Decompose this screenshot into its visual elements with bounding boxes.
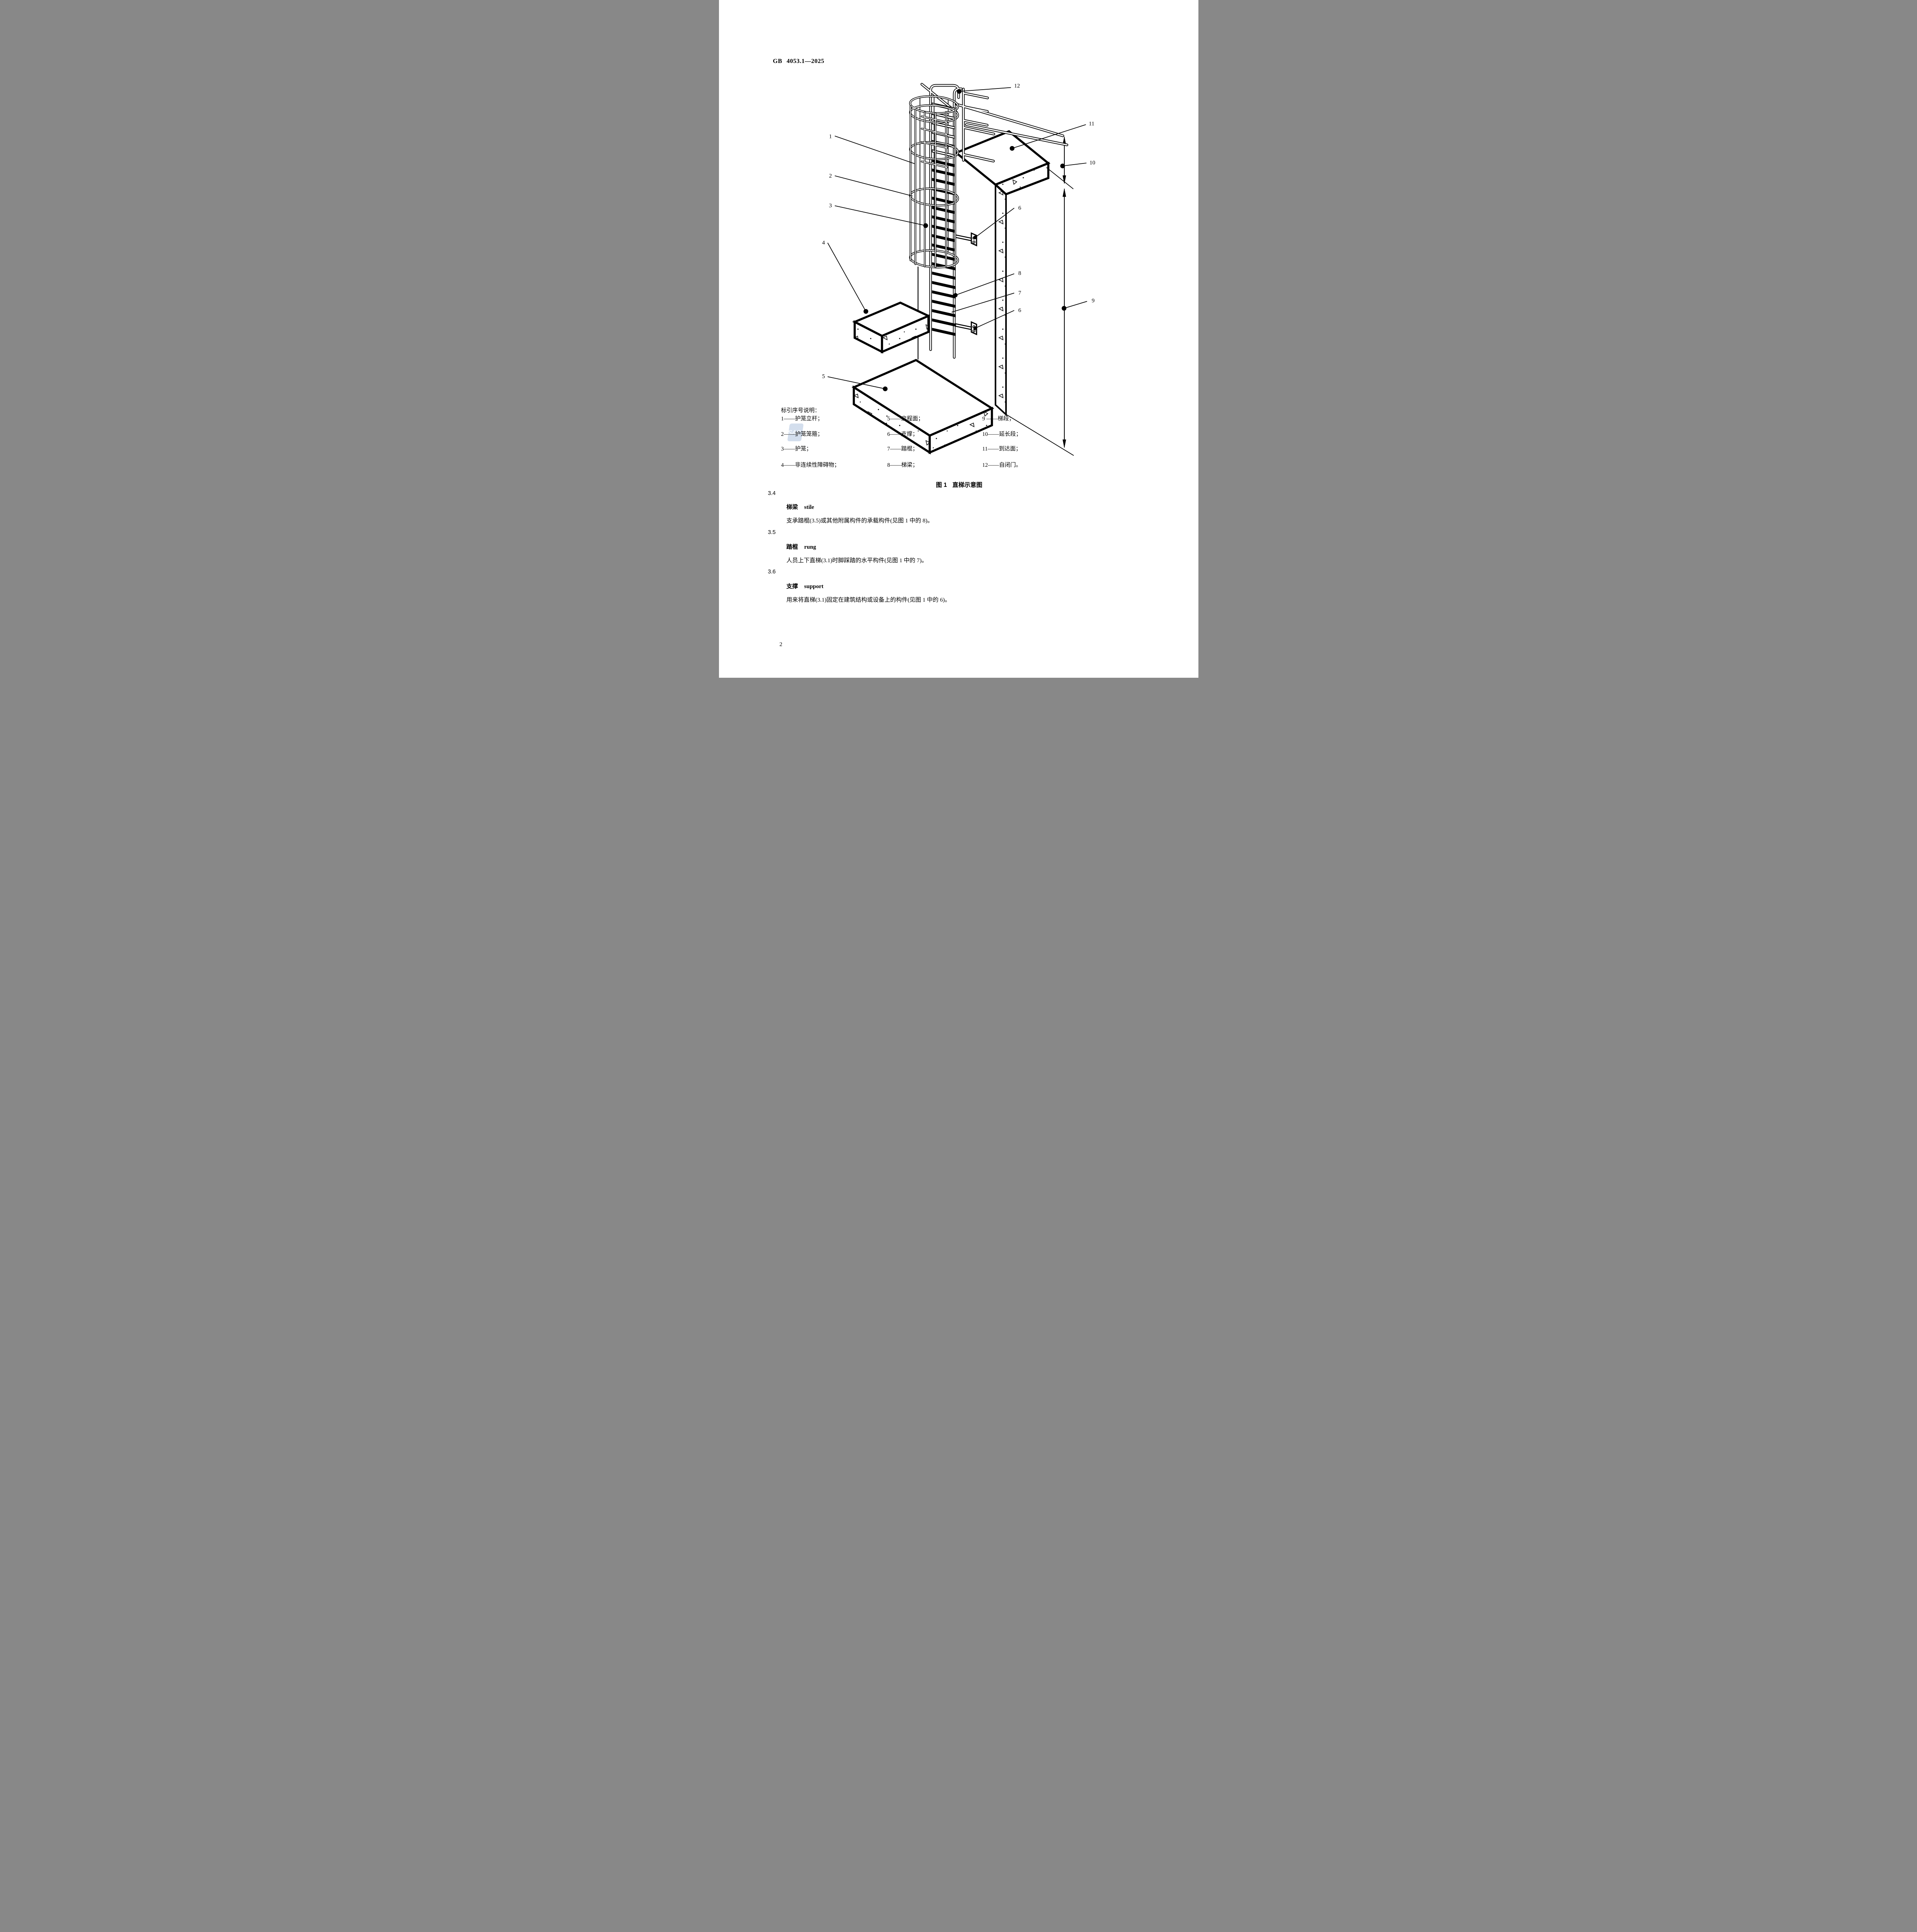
clause-3-6-term: 支撑 support — [787, 582, 824, 590]
legend-item-3: 3——护笼； — [781, 446, 812, 452]
callout-1: 1 — [829, 133, 832, 140]
clause-3-5-definition: 人员上下直梯(3.1)时脚踩踏的水平构件(见图 1 中的 7)。 — [786, 558, 928, 564]
figure-caption: 图 1 直梯示意图 — [929, 473, 987, 496]
callout-12: 12 — [1014, 83, 1020, 89]
legend-title: 标引序号说明： — [781, 408, 821, 414]
callout-10: 10 — [1089, 160, 1095, 166]
clause-3-4-term-cn: 梯梁 — [786, 504, 798, 510]
guardrails-and-gate-tubes — [920, 83, 1068, 359]
standard-code: GB 4053.1—2025 — [773, 58, 824, 65]
obstacle-block — [852, 301, 931, 354]
clause-3-5-term-cn: 踏棍 — [786, 544, 798, 550]
clause-3-5-number: 3.5 — [768, 529, 776, 536]
clause-3-4-term-en: stile — [804, 504, 814, 510]
callout-6-upper: 6 — [1018, 205, 1021, 211]
clause-3-5-term: 踏棍 rung — [787, 543, 816, 551]
legend-item-6: 6——支撑； — [887, 431, 918, 437]
legend-item-1: 1——护笼立杆； — [781, 416, 823, 422]
clause-3-6-number: 3.6 — [768, 569, 776, 575]
standard-document-page: GB 4053.1—2025 1 2 3 4 5 6 7 6 8 9 10 11… — [719, 0, 1198, 678]
support-brackets — [955, 232, 977, 335]
figure-caption-label: 图 1 — [936, 482, 947, 488]
legend-item-8: 8——梯梁； — [887, 462, 918, 468]
figure-1-ladder-diagram — [827, 83, 1087, 456]
callout-5: 5 — [822, 373, 825, 380]
callout-3: 3 — [829, 202, 832, 209]
clause-3-6-term-en: support — [804, 583, 824, 590]
clause-3-6-definition: 用来将直梯(3.1)固定在建筑结构或设备上的构件(见图 1 中的 6)。 — [786, 597, 951, 603]
callout-11: 11 — [1089, 121, 1094, 127]
wall-section — [994, 183, 1007, 417]
legend-item-12: 12——自闭门。 — [982, 462, 1022, 468]
clause-3-4-term: 梯梁 stile — [787, 503, 814, 511]
cage-front-bars — [909, 105, 956, 268]
page-number: 2 — [779, 641, 783, 648]
clause-3-6-term-cn: 支撑 — [786, 583, 798, 590]
callout-6-lower: 6 — [1018, 307, 1021, 314]
landing-platform — [954, 130, 1050, 196]
dimension-extension-lines — [1006, 167, 1074, 456]
legend-item-7: 7——踏棍； — [887, 446, 918, 452]
figure-caption-title: 直梯示意图 — [952, 482, 982, 488]
clause-3-4-definition: 支承踏棍(3.5)或其他附属构件的承载构件(见图 1 中的 8)。 — [786, 518, 933, 524]
legend-item-5: 5——启程面； — [887, 416, 924, 422]
clause-3-5-term-en: rung — [804, 544, 816, 550]
clause-3-4-number: 3.4 — [768, 490, 776, 497]
legend-item-10: 10——延长段； — [982, 431, 1022, 437]
callout-leader-lines — [827, 87, 1087, 391]
callout-8: 8 — [1018, 270, 1021, 277]
legend-item-4: 4——非连续性障碍物； — [781, 462, 840, 468]
callout-2: 2 — [829, 173, 832, 179]
legend-item-11: 11——到达面； — [982, 446, 1021, 452]
legend-item-9: 9 ——梯段； — [982, 416, 1015, 422]
callout-4: 4 — [822, 240, 825, 246]
callout-7: 7 — [1018, 290, 1021, 296]
departure-slab — [851, 359, 994, 455]
legend-item-2: 2——护笼笼箍； — [781, 431, 823, 437]
callout-9: 9 — [1091, 298, 1095, 304]
